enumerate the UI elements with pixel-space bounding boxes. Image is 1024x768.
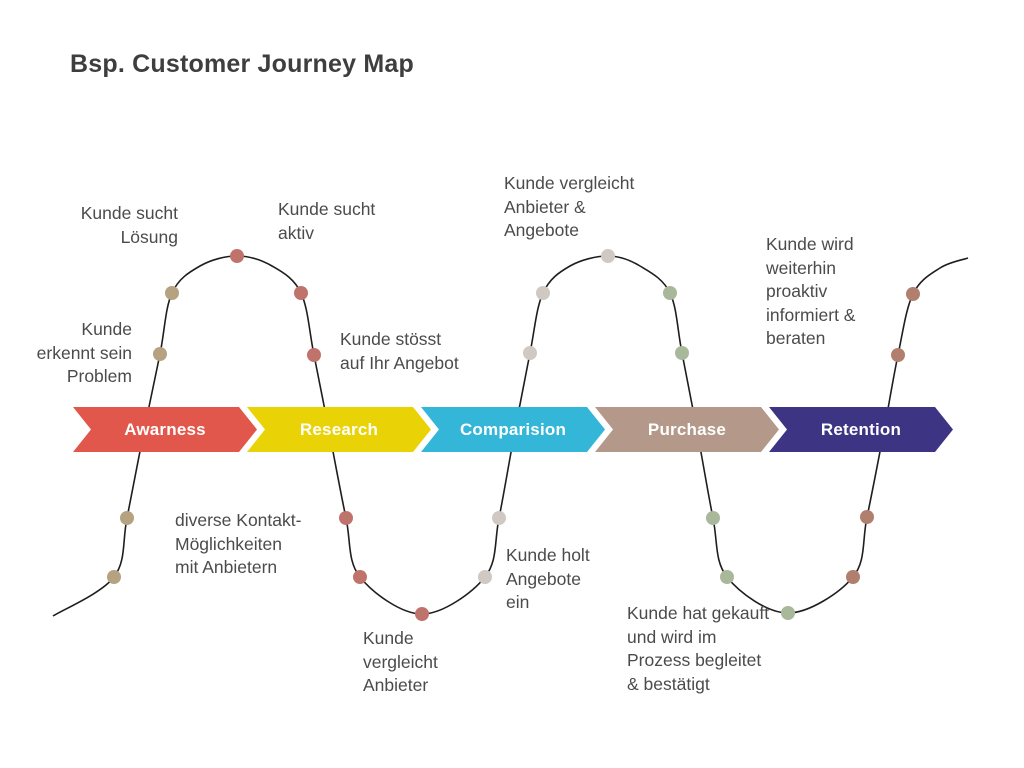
annotation-kunde-sucht-aktiv: Kunde sucht aktiv [278,199,376,243]
annotation-diverse-kontaktmoeglichkeiten: diverse Kontakt- Möglichkeiten mit Anbie… [175,510,302,577]
milestone-dot [601,249,615,263]
milestone-dot [478,570,492,584]
milestone-dot [307,348,321,362]
milestone-dot [706,511,720,525]
milestone-dot [230,249,244,263]
milestone-dot [353,570,367,584]
milestone-dot [153,347,167,361]
milestone-dot [891,348,905,362]
milestone-dot [663,286,677,300]
milestone-dot [720,570,734,584]
annotation-kunde-hat-gekauft: Kunde hat gekauft und wird im Prozess be… [627,603,770,694]
milestone-dot [415,607,429,621]
stage-banner-retention: Retention [769,407,953,452]
stage-banner-awarness: Awarness [73,407,257,452]
annotation-kunde-vergleicht-angebote: Kunde vergleicht Anbieter & Angebote [504,173,635,240]
stage-label-research: Research [299,419,379,439]
milestone-dot [846,570,860,584]
annotation-kunde-wird-proaktiv-beraten: Kunde wird weiterhin proaktiv informiert… [766,234,856,348]
annotation-kunde-sucht-loesung: Kunde sucht Lösung [80,203,178,247]
milestone-dot [339,511,353,525]
milestone-dot [860,510,874,524]
journey-milestone-dots [107,249,920,621]
stage-label-comparision: Comparision [459,419,567,439]
stage-banner-purchase: Purchase [595,407,779,452]
annotation-kunde-stoesst-auf-angebot: Kunde stösst auf Ihr Angebot [340,329,459,373]
stage-label-purchase: Purchase [647,419,727,439]
stage-banner-row: Awarness Research Comparision Purchase R… [0,407,1024,452]
stage-label-awarness: Awarness [124,419,206,439]
milestone-dot [120,511,134,525]
stage-banner-research: Research [247,407,431,452]
milestone-dot [107,570,121,584]
annotation-kunde-vergleicht-anbieter: Kunde vergleicht Anbieter [363,628,438,695]
milestone-dot [781,606,795,620]
page-title: Bsp. Customer Journey Map [70,50,414,78]
stage-label-retention: Retention [820,419,902,439]
milestone-dot [492,511,506,525]
milestone-dot [165,286,179,300]
milestone-dot [675,346,689,360]
annotation-kunde-holt-angebote-ein: Kunde holt Angebote ein [506,545,590,612]
milestone-dot [536,286,550,300]
milestone-dot [294,286,308,300]
milestone-dot [906,287,920,301]
annotation-kunde-erkennt-problem: Kunde erkennt sein Problem [36,319,132,386]
milestone-dot [523,346,537,360]
stage-banner-comparision: Comparision [421,407,605,452]
